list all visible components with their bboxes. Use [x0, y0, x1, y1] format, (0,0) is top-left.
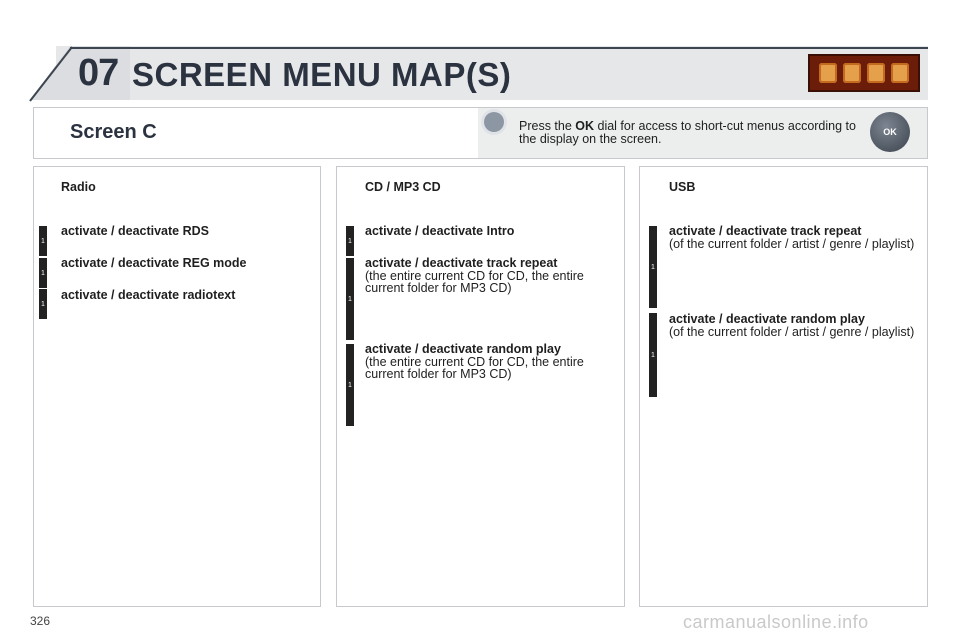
tip-panel — [478, 108, 927, 158]
radio-column — [33, 166, 321, 607]
ok-dial-icon: OK — [870, 112, 910, 152]
phone-icon — [891, 63, 909, 83]
menu-level-marker: 1 — [39, 258, 47, 288]
header-rule — [70, 47, 928, 49]
radio-icon — [819, 63, 837, 83]
menu-item: activate / deactivate radiotext — [61, 288, 236, 302]
page-title: SCREEN MENU MAP(S) — [132, 56, 512, 93]
menu-item: activate / deactivate random play (the e… — [365, 342, 584, 381]
menu-item: activate / deactivate track repeat (the … — [365, 256, 584, 295]
light-bulb-icon — [484, 112, 504, 132]
page-number: 326 — [30, 614, 51, 628]
menu-item: activate / deactivate Intro — [365, 224, 515, 238]
menu-item: activate / deactivate track repeat (of t… — [669, 224, 915, 251]
menu-level-marker: 1 — [346, 226, 354, 256]
menu-level-marker: 1 — [649, 226, 657, 308]
cd-column — [336, 166, 625, 607]
column-title: Radio — [61, 180, 96, 194]
header-corner-line — [29, 46, 73, 102]
menu-level-marker: 1 — [649, 313, 657, 397]
column-title: USB — [669, 180, 696, 194]
usb-column — [639, 166, 928, 607]
menu-item: activate / deactivate RDS — [61, 224, 209, 238]
menu-level-marker: 1 — [39, 226, 47, 256]
chapter-number: 07 — [78, 52, 119, 94]
screen-label: Screen C — [70, 121, 157, 143]
watermark: carmanualsonline.info — [683, 612, 869, 632]
menu-item: activate / deactivate REG mode — [61, 256, 247, 270]
screen-thumbnail — [808, 54, 920, 92]
tip-text: Press the OK dial for access to short-cu… — [519, 119, 856, 146]
menu-level-marker: 1 — [346, 258, 354, 340]
media-icon — [843, 63, 861, 83]
menu-level-marker: 1 — [39, 289, 47, 319]
menu-item: activate / deactivate random play (of th… — [669, 312, 915, 339]
menu-level-marker: 1 — [346, 344, 354, 426]
ok-word: OK — [575, 119, 595, 133]
settings-icon — [867, 63, 885, 83]
column-title: CD / MP3 CD — [365, 180, 441, 194]
header-band — [56, 46, 928, 100]
